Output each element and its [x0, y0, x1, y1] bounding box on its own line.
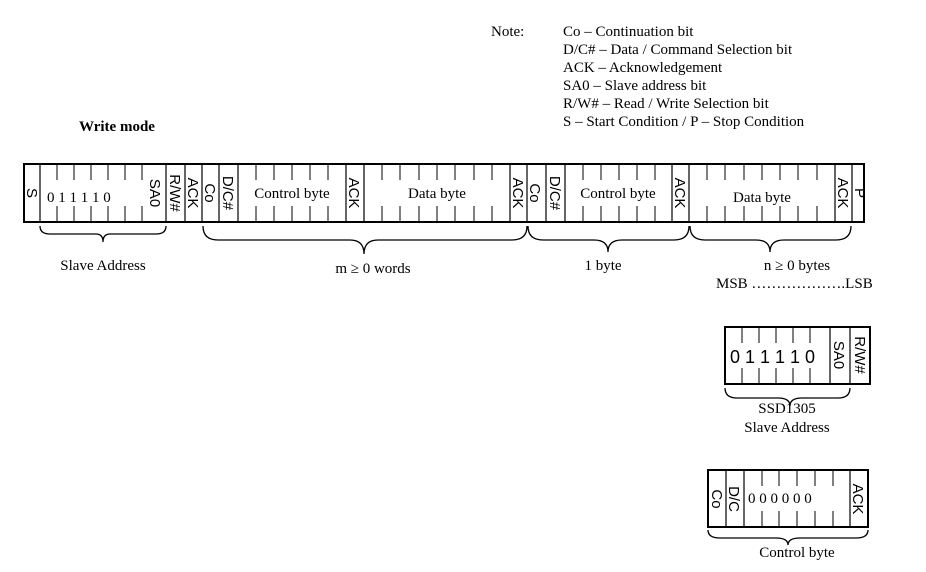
brace-m-words — [202, 225, 528, 255]
note-line-start-stop: S – Start Condition / P – Stop Condition — [563, 114, 805, 130]
stop-condition-label: P — [851, 188, 868, 198]
co-bit-label-2: Co — [526, 183, 543, 202]
dc-bit-label-1: D/C# — [219, 176, 236, 211]
brace-one-byte — [527, 225, 690, 253]
ssd-rw-label: R/W# — [851, 336, 868, 374]
msb-lsb-caption: MSB ……………….LSB — [716, 276, 873, 292]
start-condition-label: S — [23, 188, 40, 198]
m-words-caption: m ≥ 0 words — [335, 261, 410, 277]
control-byte-caption: Control byte — [759, 545, 835, 561]
control-co-label: Co — [708, 489, 725, 508]
note-line-ack: ACK – Acknowledgement — [563, 60, 723, 76]
data-byte-label-1: Data byte — [408, 186, 466, 202]
brace-n-bytes — [689, 225, 852, 253]
note-label: Note: — [491, 24, 524, 40]
brace-control-byte — [707, 529, 869, 546]
one-byte-caption: 1 byte — [584, 258, 621, 274]
control-dc-label: D/C — [725, 486, 742, 512]
slave-address-bits: 0 1 1 1 1 0 — [47, 190, 111, 206]
slave-address-caption: Slave Address — [60, 258, 146, 274]
control-ack-label: ACK — [849, 484, 866, 515]
ssd-sa0-label: SA0 — [830, 341, 847, 369]
frame-outline — [23, 163, 865, 223]
dc-bit-label-2: D/C# — [546, 176, 563, 211]
frame-dividers — [39, 164, 853, 222]
note-line-dc: D/C# – Data / Command Selection bit — [563, 42, 793, 58]
control-box-outline — [707, 469, 869, 528]
ack-label-5: ACK — [834, 178, 851, 209]
note-line-co: Co – Continuation bit — [563, 24, 694, 40]
control-bits: 0 0 0 0 0 0 — [748, 491, 812, 507]
rw-bit-label: R/W# — [166, 174, 183, 212]
ssd-slave-address-caption: Slave Address — [744, 420, 830, 436]
ack-label-3: ACK — [509, 178, 526, 209]
ack-label-2: ACK — [345, 178, 362, 209]
ssd-box-outline — [724, 326, 871, 385]
note-line-sa0: SA0 – Slave address bit — [563, 78, 707, 94]
control-byte-label-1: Control byte — [254, 186, 330, 202]
sa0-bit-label: SA0 — [146, 179, 163, 207]
note-line-rw: R/W# – Read / Write Selection bit — [563, 96, 770, 112]
brace-ssd-address — [724, 387, 851, 407]
n-bytes-caption: n ≥ 0 bytes — [764, 258, 830, 274]
bit-ticks — [56, 164, 818, 222]
ssd-address-bits: 0 1 1 1 1 0 — [730, 347, 815, 367]
brace-slave-address — [39, 225, 167, 243]
ack-label-1: ACK — [184, 178, 201, 209]
control-byte-label-2: Control byte — [580, 186, 656, 202]
co-bit-label-1: Co — [201, 183, 218, 202]
write-frame: 0 1 1 1 1 0 Control byte Data byte Contr… — [23, 163, 868, 223]
data-byte-label-2: Data byte — [733, 190, 791, 206]
ssd1305-address-box: 0 1 1 1 1 0 SA0 R/W# — [724, 326, 871, 407]
grouping-braces — [39, 225, 852, 255]
ack-label-4: ACK — [671, 178, 688, 209]
ssd1305-caption: SSD1305 — [758, 401, 816, 417]
control-byte-box: Co D/C 0 0 0 0 0 0 ACK — [707, 469, 869, 546]
write-mode-title: Write mode — [79, 119, 155, 135]
